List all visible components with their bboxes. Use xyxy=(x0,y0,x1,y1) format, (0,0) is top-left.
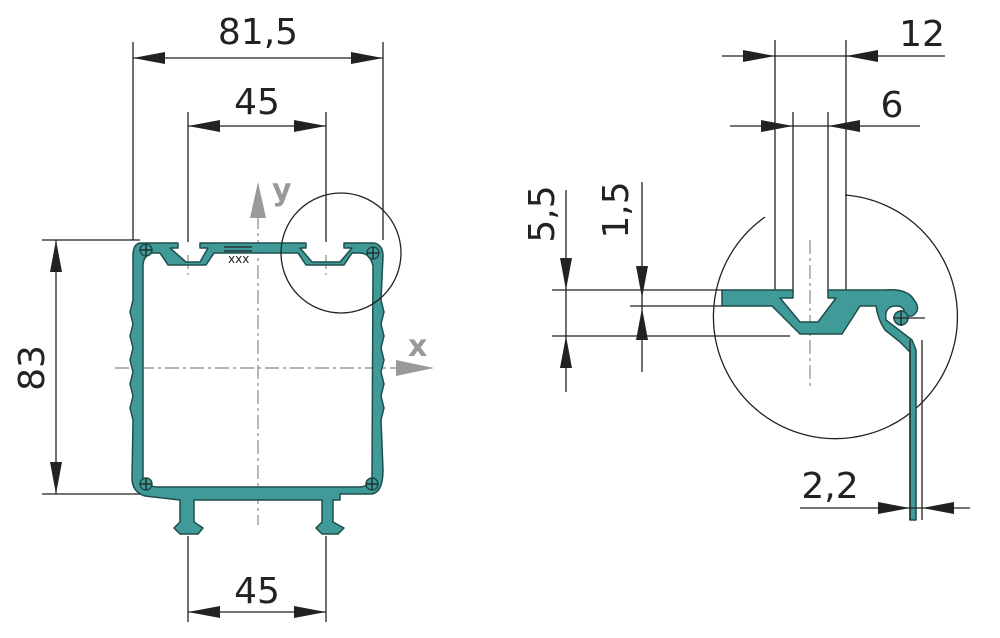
y-axis-arrow xyxy=(250,182,266,218)
profile-detail-section xyxy=(721,288,919,521)
dim-2-2-label: 2,2 xyxy=(801,466,858,507)
dim-6-label: 6 xyxy=(881,85,904,126)
detail-corner-channel xyxy=(893,310,925,326)
detail-view: 12 6 5,5 1,5 xyxy=(522,14,970,521)
dim-top-45-label: 45 xyxy=(234,82,280,123)
dimension-2-2: 2,2 xyxy=(800,340,970,520)
profile-body xyxy=(129,242,385,535)
dimension-12: 12 xyxy=(722,14,945,62)
x-axis-label: x xyxy=(408,329,427,364)
dim-12-label: 12 xyxy=(899,14,945,55)
corner-channel-bottom-right xyxy=(365,477,379,491)
dim-bottom-45-label: 45 xyxy=(234,571,280,612)
detail-circle-outline xyxy=(712,194,959,440)
dimension-overall-width: 81,5 xyxy=(132,12,384,240)
dim-83-label: 83 xyxy=(12,345,53,391)
dimension-5-5: 5,5 xyxy=(522,185,572,392)
corner-channel-top-left xyxy=(139,243,153,257)
front-view: xxx y x 81,5 45 xyxy=(12,12,434,622)
dimension-top-slot-spacing: 45 xyxy=(187,82,327,242)
marking-text: xxx xyxy=(228,252,249,266)
dimension-bottom-slot-spacing: 45 xyxy=(187,536,327,622)
y-axis-label: y xyxy=(272,173,292,208)
x-axis-arrow xyxy=(396,360,434,376)
dim-5-5-label: 5,5 xyxy=(522,185,563,242)
dimension-height: 83 xyxy=(12,239,140,495)
corner-channel-top-right xyxy=(366,246,380,260)
dimension-6: 6 xyxy=(730,85,920,132)
dimension-1-5: 1,5 xyxy=(596,181,648,372)
dim-1-5-label: 1,5 xyxy=(596,181,637,238)
detail-circle xyxy=(280,192,402,314)
dim-81-5-label: 81,5 xyxy=(218,12,298,53)
corner-channel-bottom-left xyxy=(139,477,153,491)
